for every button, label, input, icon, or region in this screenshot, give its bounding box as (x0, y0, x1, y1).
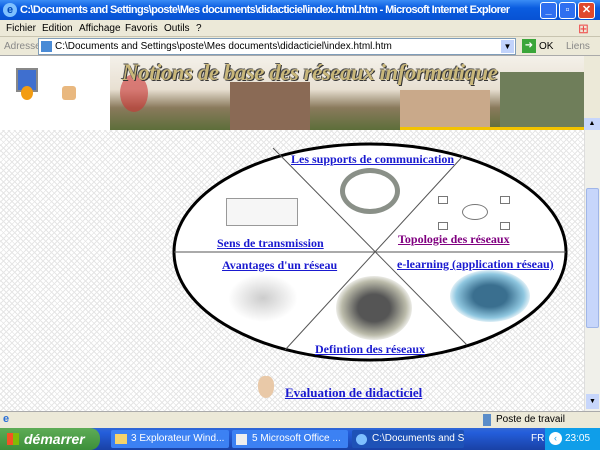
menu-affichage[interactable]: Affichage (79, 23, 121, 34)
menu-bar: Fichier Edition Affichage Favoris Outils… (0, 20, 600, 37)
ie-icon (356, 434, 367, 445)
menu-favoris[interactable]: Favoris (125, 23, 158, 34)
address-value: C:\Documents and Settings\poste\Mes docu… (55, 41, 392, 52)
campus-image (500, 72, 584, 130)
windows-logo-icon (7, 433, 19, 445)
taskbar: démarrer 3 Explorateur Wind... 5 Microso… (0, 428, 600, 450)
task-label: 3 Explorateur Wind... (131, 433, 225, 444)
link-evaluation[interactable]: Evaluation de didacticiel (285, 385, 423, 400)
divider-line (284, 155, 464, 351)
link-elearning[interactable]: e-learning (application réseau) (397, 257, 554, 271)
chevron-left-icon[interactable]: ‹ (549, 432, 562, 445)
logo-area (0, 56, 110, 130)
windows-logo-icon: ⊞ (578, 21, 589, 36)
link-definition-reseaux[interactable]: Defintion des réseaux (315, 342, 425, 356)
zone-label: Poste de travail (496, 414, 565, 425)
system-tray: ‹ 23:05 (545, 428, 600, 450)
start-button[interactable]: démarrer (0, 428, 100, 450)
finger-pointer-icon (258, 376, 274, 398)
university-seal (120, 74, 148, 112)
link-sens-transmission[interactable]: Sens de transmission (217, 236, 324, 250)
taskbar-item-office[interactable]: 5 Microsoft Office ... (232, 430, 348, 448)
ie-status-icon: e (3, 413, 10, 425)
chevron-down-icon[interactable]: ▼ (501, 40, 514, 53)
task-label: C:\Documents and Se... (372, 433, 464, 444)
network-devices-image (228, 274, 298, 322)
mascot-head-icon (21, 86, 33, 100)
maximize-button[interactable]: ▫ (559, 2, 576, 19)
banner-title: Notions de base des réseaux informatique (122, 60, 498, 85)
address-input[interactable]: C:\Documents and Settings\poste\Mes docu… (38, 38, 516, 55)
transmission-diagram (226, 198, 298, 226)
divider-line (272, 147, 468, 346)
link-avantages-reseau[interactable]: Avantages d'un réseau (222, 258, 338, 272)
cable-image (340, 168, 400, 214)
status-bar: e Poste de travail (0, 411, 600, 428)
computer-lab-image (336, 276, 412, 340)
scroll-up-button[interactable]: ▲ (584, 118, 600, 130)
close-button[interactable]: ✕ (578, 2, 595, 19)
page-content: Notions de base des réseaux informatique… (0, 56, 584, 411)
go-button[interactable]: OK (539, 41, 554, 52)
menu-fichier[interactable]: Fichier (6, 23, 37, 34)
folder-icon (115, 434, 127, 444)
page-icon (41, 41, 52, 52)
banner-stripe (400, 127, 584, 130)
task-label: 5 Microsoft Office ... (252, 433, 341, 444)
start-label: démarrer (24, 431, 85, 447)
thumbs-up-icon (62, 86, 76, 100)
taskbar-item-ie[interactable]: C:\Documents and Se... (352, 430, 464, 448)
menu-edition[interactable]: Edition (42, 23, 73, 34)
minimize-button[interactable]: _ (540, 2, 557, 19)
elearning-image (450, 270, 530, 322)
computer-icon (483, 414, 491, 426)
link-supports-communication[interactable]: Les supports de communication (291, 152, 455, 166)
window-title: C:\Documents and Settings\poste\Mes docu… (20, 4, 510, 16)
clock: 23:05 (565, 433, 591, 444)
address-bar: Adresse C:\Documents and Settings\poste\… (0, 37, 600, 56)
title-bar: e C:\Documents and Settings\poste\Mes do… (0, 0, 600, 20)
address-label: Adresse (4, 41, 41, 52)
ie-icon: e (3, 3, 17, 17)
scrollbar-thumb[interactable] (586, 188, 599, 328)
building-image (230, 82, 310, 130)
vertical-scrollbar[interactable]: ▼ (584, 130, 600, 411)
taskbar-item-explorer[interactable]: 3 Explorateur Wind... (111, 430, 229, 448)
scroll-down-button[interactable]: ▼ (586, 394, 599, 409)
topology-diagram (438, 192, 512, 236)
menu-outils[interactable]: Outils (164, 23, 190, 34)
language-indicator[interactable]: FR (531, 433, 545, 444)
link-topologie-reseaux[interactable]: Topologie des réseaux (398, 232, 510, 246)
banner: Notions de base des réseaux informatique (110, 56, 584, 130)
menu-help[interactable]: ? (196, 23, 202, 34)
links-label[interactable]: Liens (566, 41, 590, 52)
office-icon (236, 434, 247, 445)
go-arrow-icon[interactable]: ➜ (522, 39, 536, 53)
arch-building-image (400, 90, 490, 130)
